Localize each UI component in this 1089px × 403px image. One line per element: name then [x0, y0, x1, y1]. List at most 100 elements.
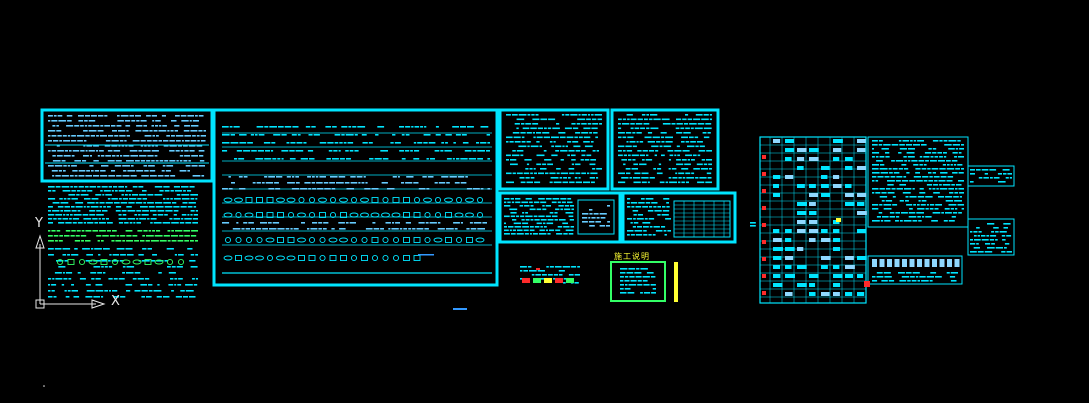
text-run [872, 188, 879, 190]
text-run [69, 150, 72, 152]
legend-symbol [845, 157, 853, 161]
text-run [287, 182, 295, 184]
text-run [568, 274, 574, 276]
text-run [708, 168, 712, 170]
text-run [345, 134, 354, 136]
text-run [591, 217, 596, 219]
text-run [618, 132, 625, 134]
text-run [173, 210, 179, 212]
text-run [541, 274, 547, 276]
text-run [152, 254, 157, 256]
symbol [445, 237, 452, 243]
text-run [1002, 239, 1006, 241]
text-run [140, 160, 146, 162]
text-run [618, 172, 625, 175]
text-run [686, 177, 695, 179]
text-run [132, 140, 140, 142]
text-run [487, 142, 490, 144]
text-run [63, 278, 68, 280]
legend-swatch [762, 274, 766, 278]
text-run [170, 190, 174, 192]
legend-symbol [773, 229, 780, 233]
text-run [618, 118, 622, 121]
text-run [363, 176, 366, 178]
sheet-frame-notes-b[interactable] [610, 108, 720, 191]
symbol [382, 236, 389, 244]
text-run [681, 141, 685, 143]
text-run [596, 150, 599, 152]
text-run [129, 150, 138, 152]
text-run [435, 134, 441, 136]
text-run [107, 150, 113, 152]
text-run [586, 118, 591, 121]
text-run [187, 214, 190, 216]
text-run [945, 212, 952, 214]
text-run [707, 177, 712, 179]
text-run [341, 134, 345, 136]
text-run [445, 134, 452, 136]
text-run [647, 210, 654, 212]
text-run [919, 188, 924, 190]
text-run [102, 218, 105, 220]
text-run [91, 170, 94, 172]
text-run [917, 140, 924, 142]
sheet-frame-materials[interactable] [40, 108, 214, 183]
text-run [154, 194, 163, 196]
sheet-frame-plan-b[interactable] [621, 191, 737, 244]
text-run [627, 234, 630, 236]
text-run [882, 216, 889, 218]
text-run [536, 154, 545, 157]
sheet-frame-notes-a[interactable] [498, 108, 610, 191]
text-run [582, 217, 588, 219]
sheet-frame-details[interactable] [212, 108, 499, 287]
text-run [581, 154, 586, 157]
text-run [530, 177, 535, 179]
text-run [316, 182, 323, 184]
text-run [141, 214, 149, 216]
text-run [56, 145, 60, 147]
text-run [118, 278, 125, 280]
text-run [891, 188, 896, 190]
legend-symbol [809, 202, 816, 206]
text-run [191, 125, 199, 127]
legend-symbol [809, 274, 819, 278]
text-run [106, 206, 111, 208]
text-run [695, 114, 703, 116]
text-run [167, 240, 171, 242]
text-run [271, 142, 276, 144]
text-run [134, 214, 138, 216]
sheet-frame-plan-a[interactable] [498, 191, 622, 244]
text-run [970, 239, 973, 241]
text-run [142, 210, 149, 212]
text-run [631, 168, 638, 170]
symbol [319, 236, 326, 244]
symbol [403, 197, 410, 203]
text-run [591, 118, 597, 121]
text-run [881, 280, 888, 282]
text-run [395, 222, 400, 224]
text-run [542, 205, 545, 207]
text-run [989, 169, 997, 171]
text-run [580, 159, 584, 161]
text-run [111, 198, 118, 200]
text-run [529, 229, 535, 232]
text-run [621, 177, 629, 179]
text-run [72, 222, 77, 224]
symbol [329, 255, 337, 261]
legend-symbol [785, 247, 795, 251]
text-run [116, 235, 120, 237]
text-run [190, 198, 195, 200]
text-run [509, 208, 518, 211]
text-run [71, 254, 79, 256]
text-run [434, 182, 438, 184]
text-run [181, 198, 190, 200]
text-run [919, 164, 923, 166]
symbol [244, 255, 254, 261]
text-run [635, 206, 642, 208]
text-run [83, 130, 88, 132]
legend-symbol [797, 202, 807, 206]
text-run [523, 172, 530, 175]
legend-symbol [833, 229, 840, 233]
text-run [466, 228, 470, 230]
